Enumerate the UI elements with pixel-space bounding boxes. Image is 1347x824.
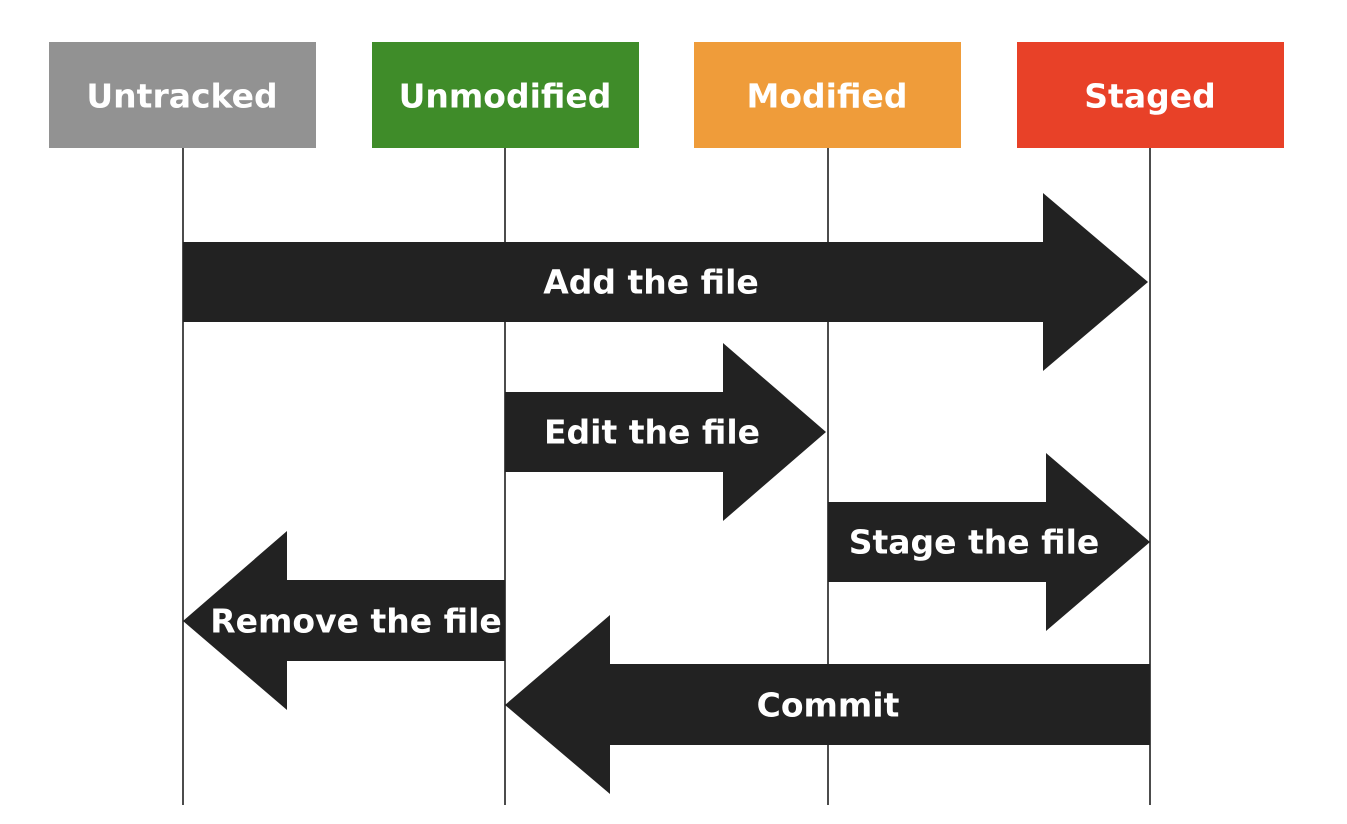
state-box-unmodified xyxy=(372,42,639,148)
state-box-untracked xyxy=(49,42,316,148)
transition-add: Add the file xyxy=(183,193,1148,371)
arrow-edit xyxy=(505,343,826,521)
arrow-stage xyxy=(828,453,1150,631)
transition-edit: Edit the file xyxy=(505,343,826,521)
arrow-label-commit: Commit xyxy=(757,686,900,725)
state-label-unmodified: Unmodified xyxy=(399,77,612,116)
state-untracked: Untracked xyxy=(49,42,316,148)
transition-commit: Commit xyxy=(505,615,1150,794)
arrow-label-stage: Stage the file xyxy=(849,523,1100,562)
transition-remove: Remove the file xyxy=(183,531,505,710)
state-staged: Staged xyxy=(1017,42,1284,148)
state-box-modified xyxy=(694,42,961,148)
state-modified: Modified xyxy=(694,42,961,148)
arrow-remove xyxy=(183,531,505,710)
state-label-staged: Staged xyxy=(1084,77,1215,116)
state-headers: Untracked Unmodified Modified Staged xyxy=(49,42,1284,148)
arrow-label-add: Add the file xyxy=(543,263,759,302)
state-label-untracked: Untracked xyxy=(86,77,277,116)
arrow-add xyxy=(183,193,1148,371)
arrow-label-edit: Edit the file xyxy=(544,413,760,452)
state-unmodified: Unmodified xyxy=(372,42,639,148)
arrow-commit xyxy=(505,615,1150,794)
transition-stage: Stage the file xyxy=(828,453,1150,631)
state-label-modified: Modified xyxy=(747,77,908,116)
arrow-label-remove: Remove the file xyxy=(210,602,502,641)
transition-arrows: Add the file Edit the file Stage the fil… xyxy=(183,193,1150,794)
state-box-staged xyxy=(1017,42,1284,148)
